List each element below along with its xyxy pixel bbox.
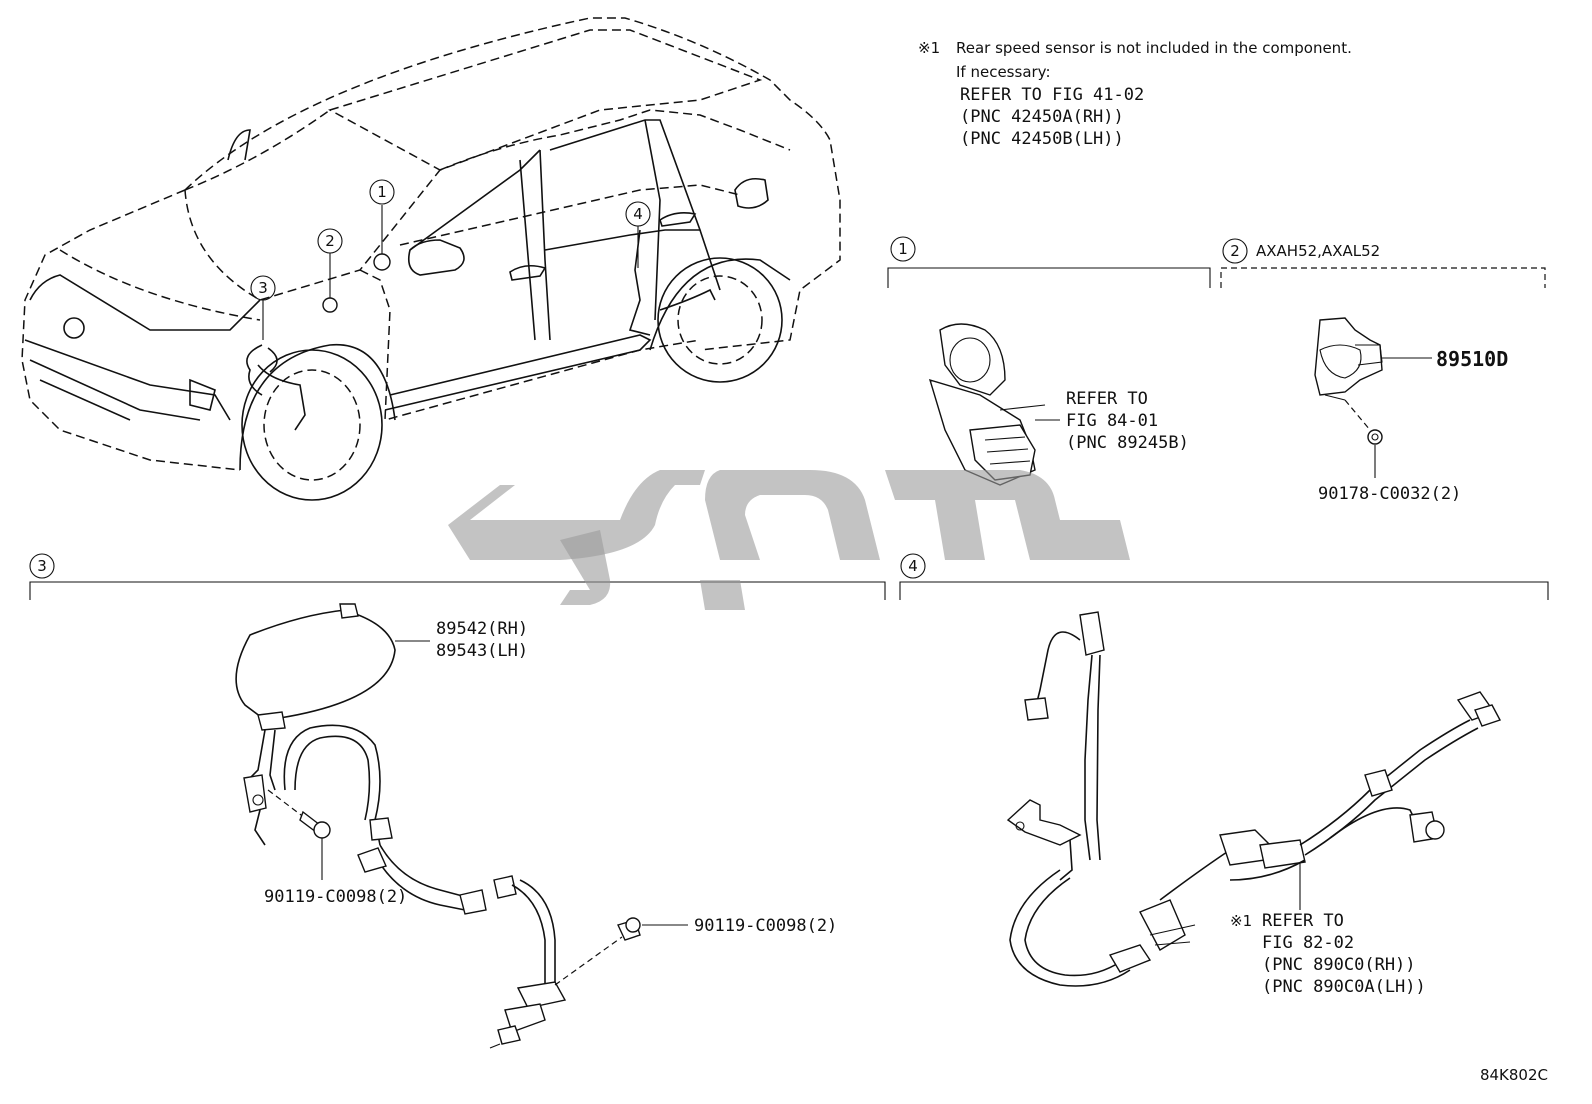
sensor-location-2 xyxy=(322,297,338,313)
vehicle-illustration xyxy=(21,17,841,501)
section-2-bracket xyxy=(1220,267,1546,288)
section-2-circle xyxy=(1222,238,1248,264)
section-1-ref-3: (PNC 89245B) xyxy=(1066,433,1189,453)
section-4: 4 xyxy=(899,553,1549,997)
car-callouts: 1 2 3 4 xyxy=(250,179,651,340)
bolt-icon-left xyxy=(299,810,331,839)
section-1-bracket xyxy=(887,267,1211,288)
nut-icon xyxy=(1367,429,1383,445)
yaw-rate-sensor xyxy=(928,323,1046,486)
section-4-bracket xyxy=(899,581,1549,600)
part-89510D: 89510D xyxy=(1436,347,1508,371)
section-1-ref-2: FIG 84-01 xyxy=(1066,411,1158,431)
section-4-circle xyxy=(900,553,926,579)
speed-sensor-wire-front xyxy=(235,603,567,1049)
section-2: 2 AXAH52,AXAL52 89510D 90178-C0032(2) xyxy=(1220,238,1546,504)
section-1-number: 1 xyxy=(898,240,908,258)
section-4-marker: ※1 xyxy=(1230,912,1252,930)
bolt-part-left: 90119-C0098(2) xyxy=(264,887,407,907)
note-marker: ※1 xyxy=(918,39,940,57)
note-line-5: (PNC 42450B(LH)) xyxy=(960,129,1124,149)
figure-code: 84K802C xyxy=(1480,1066,1548,1084)
section-2-number: 2 xyxy=(1230,242,1240,260)
g-sensor xyxy=(1314,317,1383,401)
part-89543-lh: 89543(LH) xyxy=(436,641,528,661)
callout-circle-1 xyxy=(369,179,395,205)
section-3-bracket xyxy=(29,581,886,600)
note-line-3: REFER TO FIG 41-02 xyxy=(960,85,1144,105)
part-89542-rh: 89542(RH) xyxy=(436,619,528,639)
section-3-number: 3 xyxy=(37,557,47,575)
section-1: 1 REFER TO FIG 84-01 (PNC 89245B) xyxy=(887,236,1211,486)
callout-1: 1 xyxy=(377,183,387,201)
section-2-models: AXAH52,AXAL52 xyxy=(1256,242,1380,260)
note-line-1: Rear speed sensor is not included in the… xyxy=(956,39,1352,57)
callout-4: 4 xyxy=(633,205,643,223)
bolt-icon-right xyxy=(617,917,641,941)
note-block: ※1 Rear speed sensor is not included in … xyxy=(918,39,1352,149)
bolt-part-right: 90119-C0098(2) xyxy=(694,916,837,936)
rear-speed-sensor-harness xyxy=(1006,611,1502,987)
callout-circle-4 xyxy=(625,201,651,227)
section-4-number: 4 xyxy=(908,557,918,575)
note-line-4: (PNC 42450A(RH)) xyxy=(960,107,1124,127)
section-1-ref-1: REFER TO xyxy=(1066,389,1148,409)
section-4-ref-2: FIG 82-02 xyxy=(1262,933,1354,953)
callout-3: 3 xyxy=(258,279,268,297)
callout-circle-2 xyxy=(317,228,343,254)
note-line-2: If necessary: xyxy=(956,63,1051,81)
sensor-location-1 xyxy=(373,253,391,271)
callout-2: 2 xyxy=(325,232,335,250)
section-3-circle xyxy=(29,553,55,579)
watermark-logo xyxy=(448,470,1130,610)
section-4-ref-4: (PNC 890C0A(LH)) xyxy=(1262,977,1426,997)
callout-circle-3 xyxy=(250,275,276,301)
section-4-ref-1: REFER TO xyxy=(1262,911,1344,931)
section-4-ref-3: (PNC 890C0(RH)) xyxy=(1262,955,1416,975)
section-3: 3 89542(R xyxy=(29,553,886,1049)
section-1-circle xyxy=(890,236,916,262)
part-nut: 90178-C0032(2) xyxy=(1318,484,1461,504)
